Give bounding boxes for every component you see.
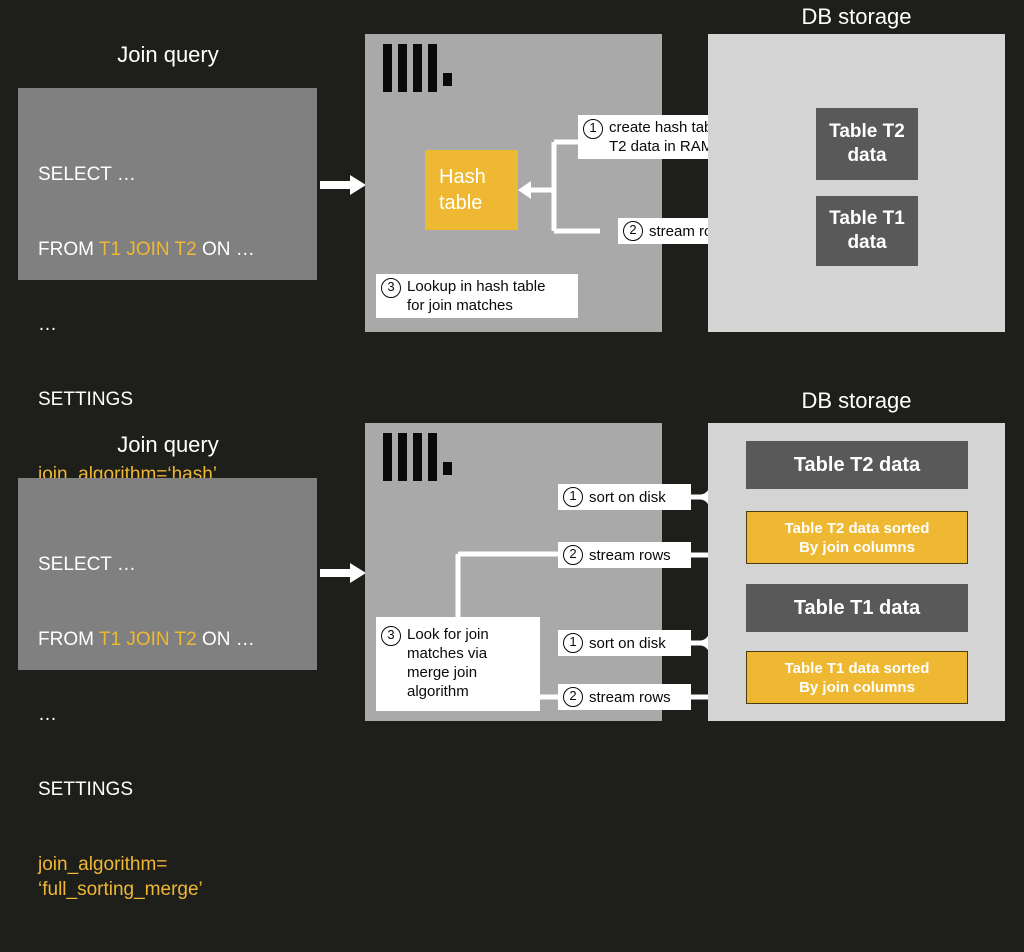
storage-chip-t1-sorted: Table T1 data sorted By join columns (746, 651, 968, 704)
query-to-engine-arrow-bottom (320, 563, 366, 583)
callout-top-3: 3 Lookup in hash table for join matches (376, 274, 578, 318)
callout-text: stream rows (589, 546, 671, 564)
hash-table-box: Hash table (425, 150, 518, 230)
callout-text: sort on disk (589, 634, 666, 652)
callout-bottom-stream-t1: 2 stream rows (558, 684, 691, 710)
sql-line-2-suffix: ON … (196, 239, 255, 260)
query-box-top: SELECT … FROM T1 JOIN T2 ON … … SETTINGS… (18, 88, 317, 485)
db-storage-title-bottom: DB storage (801, 388, 912, 413)
step-number-badge: 1 (583, 119, 603, 139)
hash-table-inbound-arrowhead (518, 181, 531, 199)
sql-line-2-keyword: T1 JOIN T2 (98, 629, 197, 650)
storage-chip-t1-data-bottom: Table T1 data (746, 584, 968, 632)
callout-text: sort on disk (589, 488, 666, 506)
sql-line-2-prefix: FROM (38, 239, 99, 260)
storage-chip-t1-data-top: Table T1 data (816, 196, 918, 266)
sql-line-2-keyword: T1 JOIN T2 (98, 239, 197, 260)
step-number-badge: 3 (381, 278, 401, 298)
callout-text: stream rows (589, 688, 671, 706)
sql-line-1: SELECT … (38, 164, 136, 185)
storage-chip-t2-data-top: Table T2 data (816, 108, 918, 180)
sql-line-3: … (38, 704, 57, 725)
query-to-engine-arrow-top (320, 175, 366, 195)
sql-code-top: SELECT … FROM T1 JOIN T2 ON … … SETTINGS… (38, 112, 309, 537)
step-number-badge: 2 (563, 687, 583, 707)
sql-line-2-prefix: FROM (38, 629, 99, 650)
sql-line-2-suffix: ON … (196, 629, 255, 650)
clickhouse-logo-icon (383, 433, 453, 481)
step-number-badge: 1 (563, 487, 583, 507)
callout-bottom-sort-t1: 1 sort on disk (558, 630, 691, 656)
storage-chip-t2-data-bottom: Table T2 data (746, 441, 968, 489)
step-number-badge: 3 (381, 626, 401, 646)
step-number-badge: 1 (563, 633, 583, 653)
callout-bottom-stream-t2: 2 stream rows (558, 542, 691, 568)
join-query-title-bottom: Join query (117, 432, 219, 457)
sql-line-4: SETTINGS (38, 779, 134, 800)
sql-line-1: SELECT … (38, 554, 136, 575)
db-storage-title-top: DB storage (801, 4, 912, 29)
sql-line-4: SETTINGS (38, 389, 134, 410)
sql-line-5: join_algorithm= ‘full_sorting_merge’ (38, 854, 203, 900)
step-number-badge: 2 (563, 545, 583, 565)
callout-bottom-sort-t2: 1 sort on disk (558, 484, 691, 510)
callout-text: Look for join matches via merge join alg… (407, 626, 489, 700)
sql-line-3: … (38, 314, 57, 335)
callout-text: Lookup in hash table for join matches (407, 278, 546, 314)
storage-chip-t2-sorted: Table T2 data sorted By join columns (746, 511, 968, 564)
step-number-badge: 2 (623, 221, 643, 241)
clickhouse-logo-icon (383, 44, 453, 92)
join-query-title-top: Join query (117, 42, 219, 67)
storage-panel-top (708, 34, 1005, 332)
callout-bottom-merge-lookup: 3 Look for join matches via merge join a… (376, 617, 540, 711)
